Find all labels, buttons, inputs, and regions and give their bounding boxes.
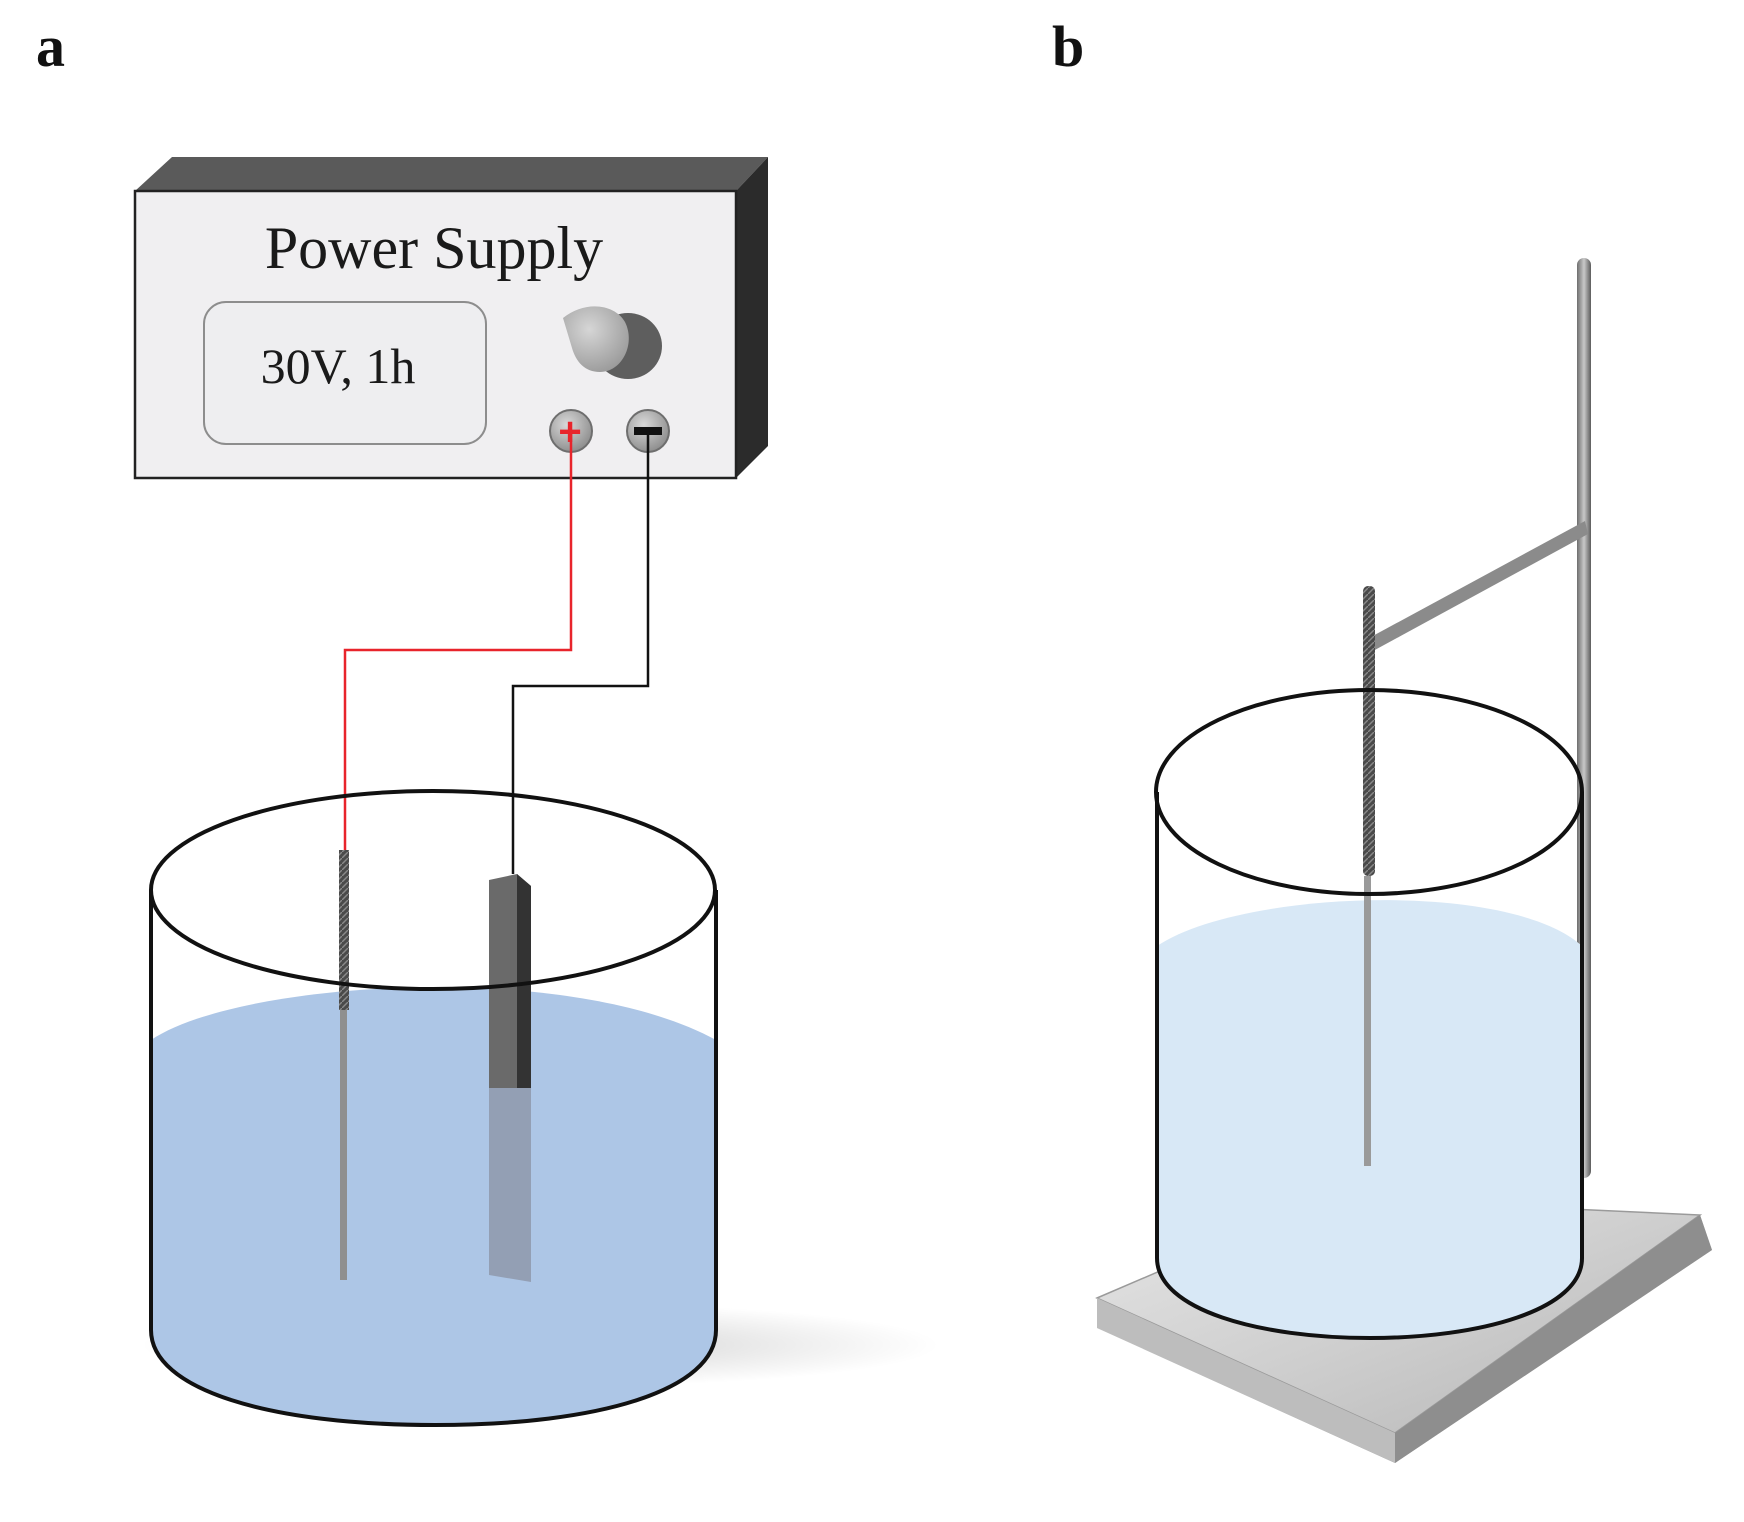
beaker-b-rim xyxy=(1154,688,1584,896)
cathode-plate-submerged xyxy=(489,1088,531,1282)
clamp-arm xyxy=(1369,521,1588,651)
anode-wire-submerged xyxy=(340,1010,347,1280)
sample-wire-submerged xyxy=(1364,876,1371,1166)
display-readout: 30V, 1h xyxy=(261,338,416,394)
negative-wire xyxy=(511,431,650,874)
beaker-b-body xyxy=(1155,792,1584,1341)
electrolyte-a xyxy=(151,987,716,1425)
panel-b xyxy=(1095,258,1712,1463)
positive-wire xyxy=(343,431,573,850)
beaker-a-rim xyxy=(149,789,717,991)
sample-wire-upper xyxy=(1363,586,1375,876)
power-supply-device: Power Supply 30V, 1h + xyxy=(133,157,768,480)
panel-a-label: a xyxy=(36,14,65,79)
display-screen xyxy=(203,301,487,445)
device-side-face xyxy=(736,157,768,478)
panel-b-label: b xyxy=(1052,14,1085,79)
knob-icon[interactable] xyxy=(563,306,662,379)
beaker-a-body xyxy=(149,890,718,1428)
panel-a: Power Supply 30V, 1h + xyxy=(133,157,940,1428)
anode-wire-upper xyxy=(339,850,349,1010)
cathode-plate-edge xyxy=(517,874,531,1088)
device-top-face xyxy=(135,157,768,191)
power-supply-title: Power Supply xyxy=(265,215,603,281)
